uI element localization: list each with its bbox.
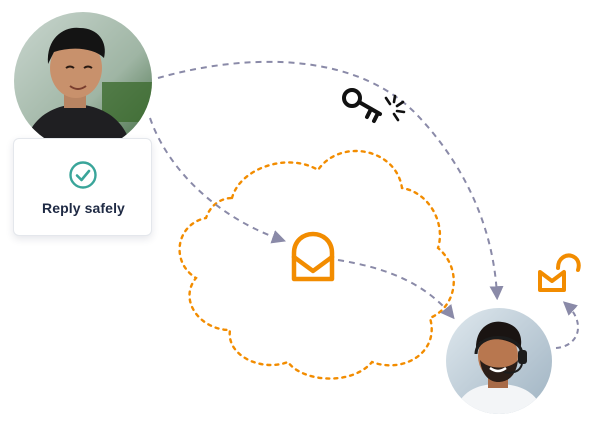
key-icon [342, 88, 382, 123]
sparkle-icon [384, 94, 406, 122]
arrow-recipient-to-unlock [555, 301, 579, 349]
arrow-to-envelope [149, 117, 286, 244]
recipient-avatar [446, 308, 552, 414]
arrow-envelope-to-recipient [337, 259, 455, 320]
cloud-outline [178, 149, 455, 380]
check-circle-icon [69, 161, 97, 189]
envelope-lock-icon [291, 231, 335, 282]
unlocked-envelope-icon [538, 253, 581, 292]
arrow-key-path [157, 60, 504, 301]
reply-safely-label: Reply safely [42, 200, 125, 216]
sender-avatar [14, 12, 152, 150]
reply-safely-card[interactable]: Reply safely [13, 138, 152, 236]
